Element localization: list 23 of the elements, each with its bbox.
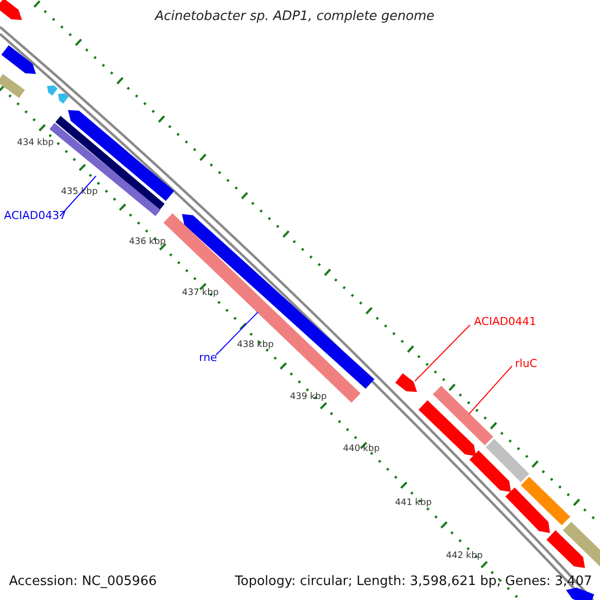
map-title: Acinetobacter sp. ADP1, complete genome bbox=[155, 10, 434, 24]
scale-label: 436 kbp bbox=[129, 238, 166, 248]
gene-feature bbox=[395, 373, 417, 392]
gene-label: ACIAD0441 bbox=[474, 316, 536, 328]
info-text: Accession: NC_005966 bbox=[9, 575, 157, 590]
gene-label: rluC bbox=[515, 358, 538, 370]
scale-label: 440 kbp bbox=[343, 445, 380, 455]
leader-line bbox=[468, 366, 512, 414]
scale-label: 437 kbp bbox=[182, 289, 219, 299]
leader-line bbox=[216, 312, 258, 356]
scale-label: 434 kbp bbox=[17, 139, 54, 149]
scale-label: 441 kbp bbox=[395, 499, 432, 509]
info-text: Topology: circular; Length: 3,598,621 bp; Genes: 3,407 bbox=[234, 575, 592, 590]
scale-label: 439 kbp bbox=[290, 393, 327, 403]
gene-feature bbox=[432, 386, 494, 446]
scale-label: 442 kbp bbox=[446, 552, 483, 562]
gene-label: ACIAD0437 bbox=[4, 210, 66, 222]
scale-label: 435 kbp bbox=[61, 188, 98, 198]
leader-line bbox=[414, 324, 470, 382]
gene-feature bbox=[164, 213, 360, 403]
gene-label: rne bbox=[199, 352, 218, 364]
scale-label: 438 kbp bbox=[237, 341, 274, 351]
leader-line bbox=[60, 176, 96, 216]
